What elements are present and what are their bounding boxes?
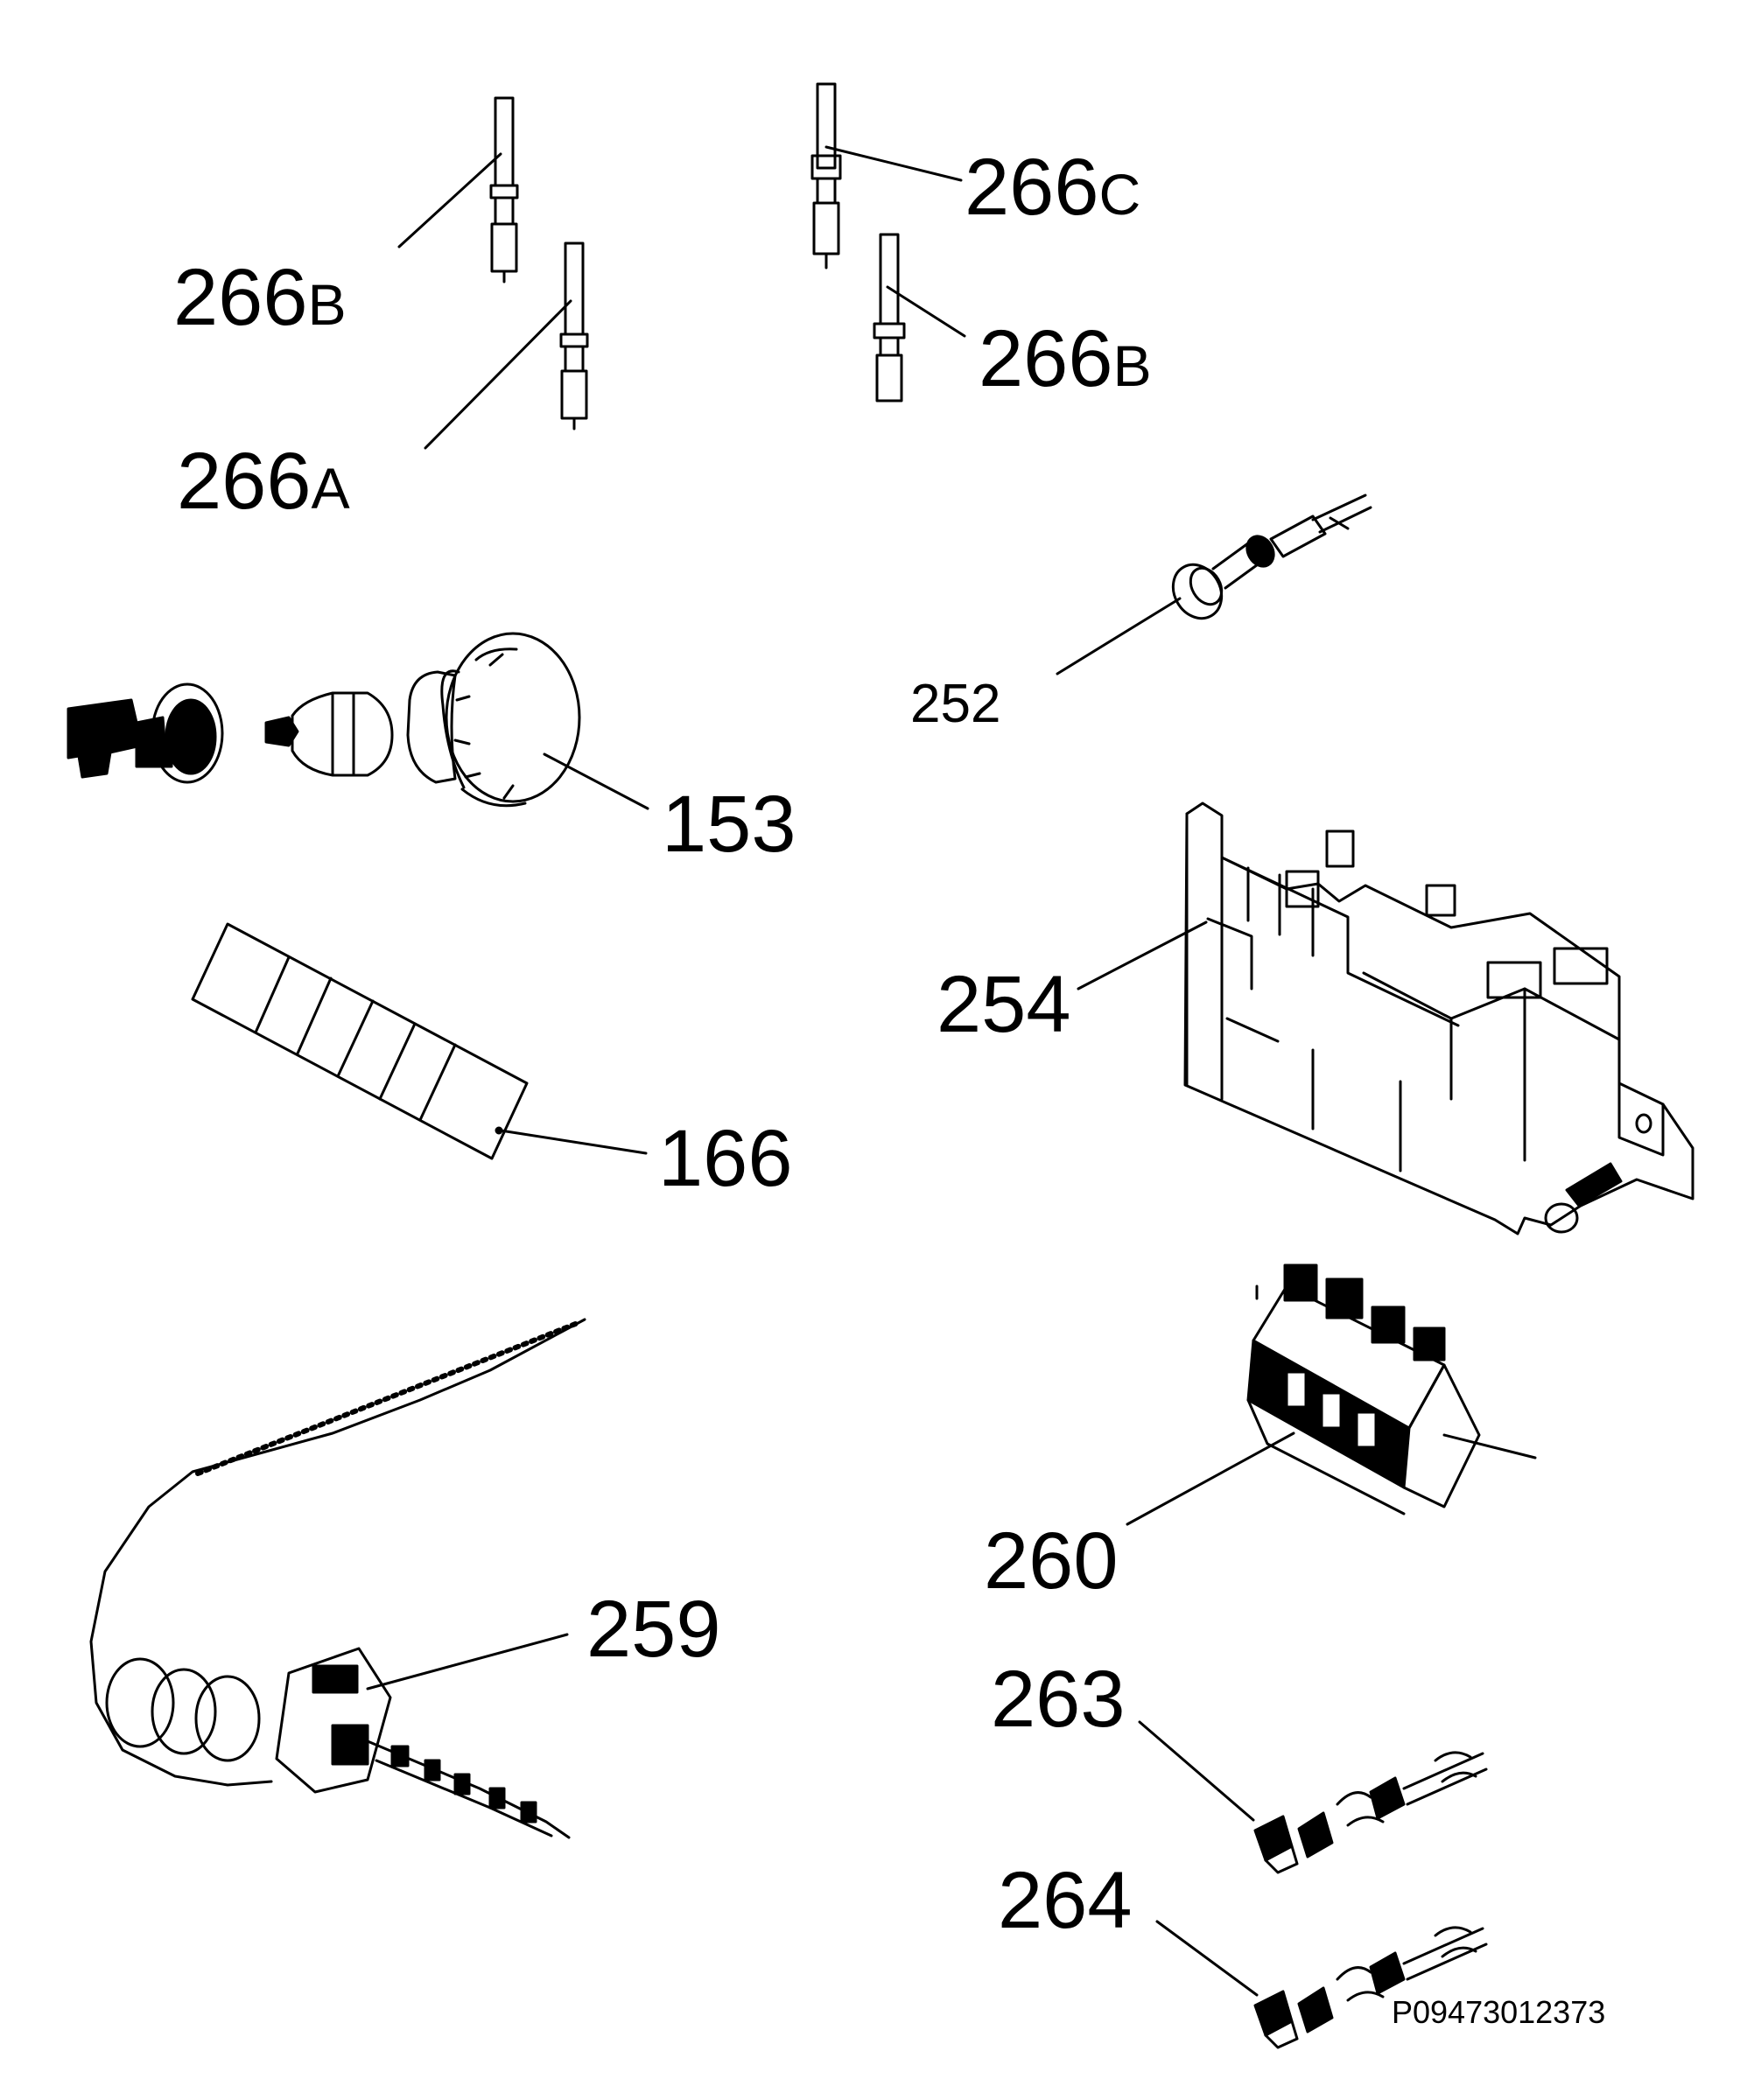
connector-264	[1253, 1926, 1488, 2049]
leader-266b-right	[886, 285, 966, 338]
label-263: 263	[991, 1655, 1126, 1744]
label-260: 260	[984, 1516, 1119, 1606]
leader-264	[1155, 1920, 1259, 1997]
leader-260	[1126, 1432, 1295, 1526]
leader-153	[543, 752, 649, 810]
label-254: 254	[937, 960, 1071, 1049]
label-252: 252	[910, 674, 1001, 734]
label-264: 264	[998, 1856, 1133, 1945]
electrode-266b-right	[873, 233, 906, 402]
label-259: 259	[586, 1585, 721, 1674]
electrode-266a	[559, 242, 589, 430]
leader-252	[1056, 597, 1182, 676]
selector-switch-260	[1246, 1264, 1537, 1516]
leader-259	[366, 1633, 569, 1690]
electrode-266c	[810, 82, 842, 270]
leader-263	[1138, 1720, 1255, 1822]
connector-263	[1253, 1751, 1488, 1874]
knob-assembly-153	[67, 632, 581, 808]
label-strip-166	[191, 922, 529, 1160]
label-153: 153	[662, 780, 796, 869]
thermostat-259	[89, 1318, 586, 1839]
label-166: 166	[658, 1114, 793, 1203]
leader-266a	[424, 299, 572, 450]
spark-generator-254	[1183, 802, 1694, 1236]
label-266b-left: 266B	[173, 253, 347, 342]
electrode-266b-left	[489, 96, 519, 284]
label-266c: 266C	[965, 143, 1141, 232]
diagram-reference-code: P09473012373	[1392, 1994, 1606, 2030]
leader-254	[1077, 920, 1208, 990]
label-266a: 266A	[177, 437, 350, 526]
leader-266c	[824, 145, 963, 182]
leader-166	[499, 1129, 648, 1155]
lamp-252	[1171, 494, 1372, 620]
label-266b-right: 266B	[979, 314, 1152, 403]
leader-266b-left	[397, 152, 502, 248]
